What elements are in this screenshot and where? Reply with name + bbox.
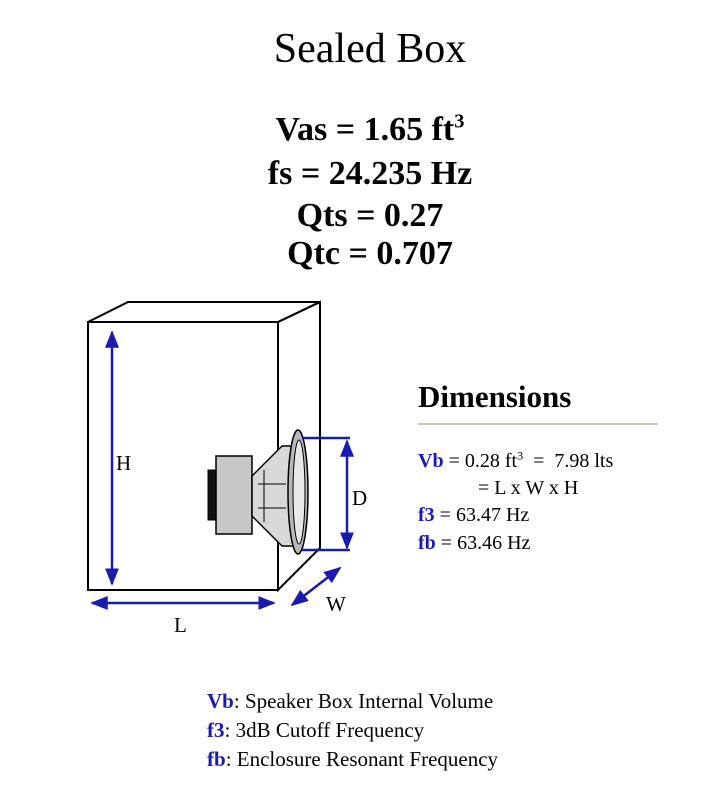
legend-key-f3: f3 bbox=[207, 718, 225, 742]
legend-text-f3: : 3dB Cutoff Frequency bbox=[224, 718, 425, 742]
dimension-arrows bbox=[90, 330, 354, 610]
result-fb-value: = 63.46 Hz bbox=[435, 532, 531, 554]
result-f3-value: = 63.47 Hz bbox=[434, 504, 530, 526]
legend-key-vb: Vb bbox=[207, 689, 234, 713]
param-qtc: Qtc = 0.707 bbox=[287, 235, 453, 272]
param-qts: Qts = 0.27 bbox=[296, 197, 444, 234]
legend-item-fb: fb: Enclosure Resonant Frequency bbox=[207, 746, 498, 772]
result-vb-sup: 3 bbox=[517, 448, 524, 463]
speaker-driver bbox=[207, 429, 309, 555]
param-fs: fs = 24.235 Hz bbox=[267, 155, 473, 192]
result-vb: Vb = 0.28 ft3 = 7.98 lts bbox=[418, 448, 613, 474]
result-vb-label: Vb bbox=[418, 450, 444, 472]
page-title: Sealed Box bbox=[273, 26, 467, 72]
dimensions-heading: Dimensions bbox=[418, 379, 572, 414]
result-formula: = L x W x H bbox=[478, 477, 579, 499]
result-vb-liters: = 7.98 lts bbox=[523, 450, 614, 472]
result-fb-label: fb bbox=[418, 532, 436, 554]
result-fb: fb = 63.46 Hz bbox=[418, 530, 530, 556]
legend-item-f3: f3: 3dB Cutoff Frequency bbox=[207, 717, 424, 743]
param-vas-sup: 3 bbox=[454, 110, 465, 133]
label-w: W bbox=[326, 592, 346, 616]
speaker-back-plate bbox=[207, 469, 217, 521]
label-l: L bbox=[174, 613, 187, 637]
label-d: D bbox=[352, 486, 367, 510]
legend-text-fb: : Enclosure Resonant Frequency bbox=[225, 747, 499, 771]
legend-text-vb: : Speaker Box Internal Volume bbox=[233, 689, 494, 713]
speaker-cone bbox=[292, 439, 306, 545]
param-vas: Vas = 1.65 ft3 bbox=[0, 110, 720, 150]
width-arrow bbox=[290, 566, 342, 607]
result-f3-label: f3 bbox=[418, 504, 435, 526]
legend-item-vb: Vb: Speaker Box Internal Volume bbox=[207, 688, 493, 714]
speaker-magnet bbox=[215, 455, 253, 535]
dimensions-divider bbox=[418, 423, 658, 425]
result-f3: f3 = 63.47 Hz bbox=[418, 502, 529, 528]
label-h: H bbox=[116, 451, 131, 475]
legend-key-fb: fb bbox=[207, 747, 226, 771]
result-vb-value: = 0.28 ft bbox=[443, 450, 518, 472]
param-vas-text: Vas = 1.65 ft bbox=[275, 111, 455, 148]
